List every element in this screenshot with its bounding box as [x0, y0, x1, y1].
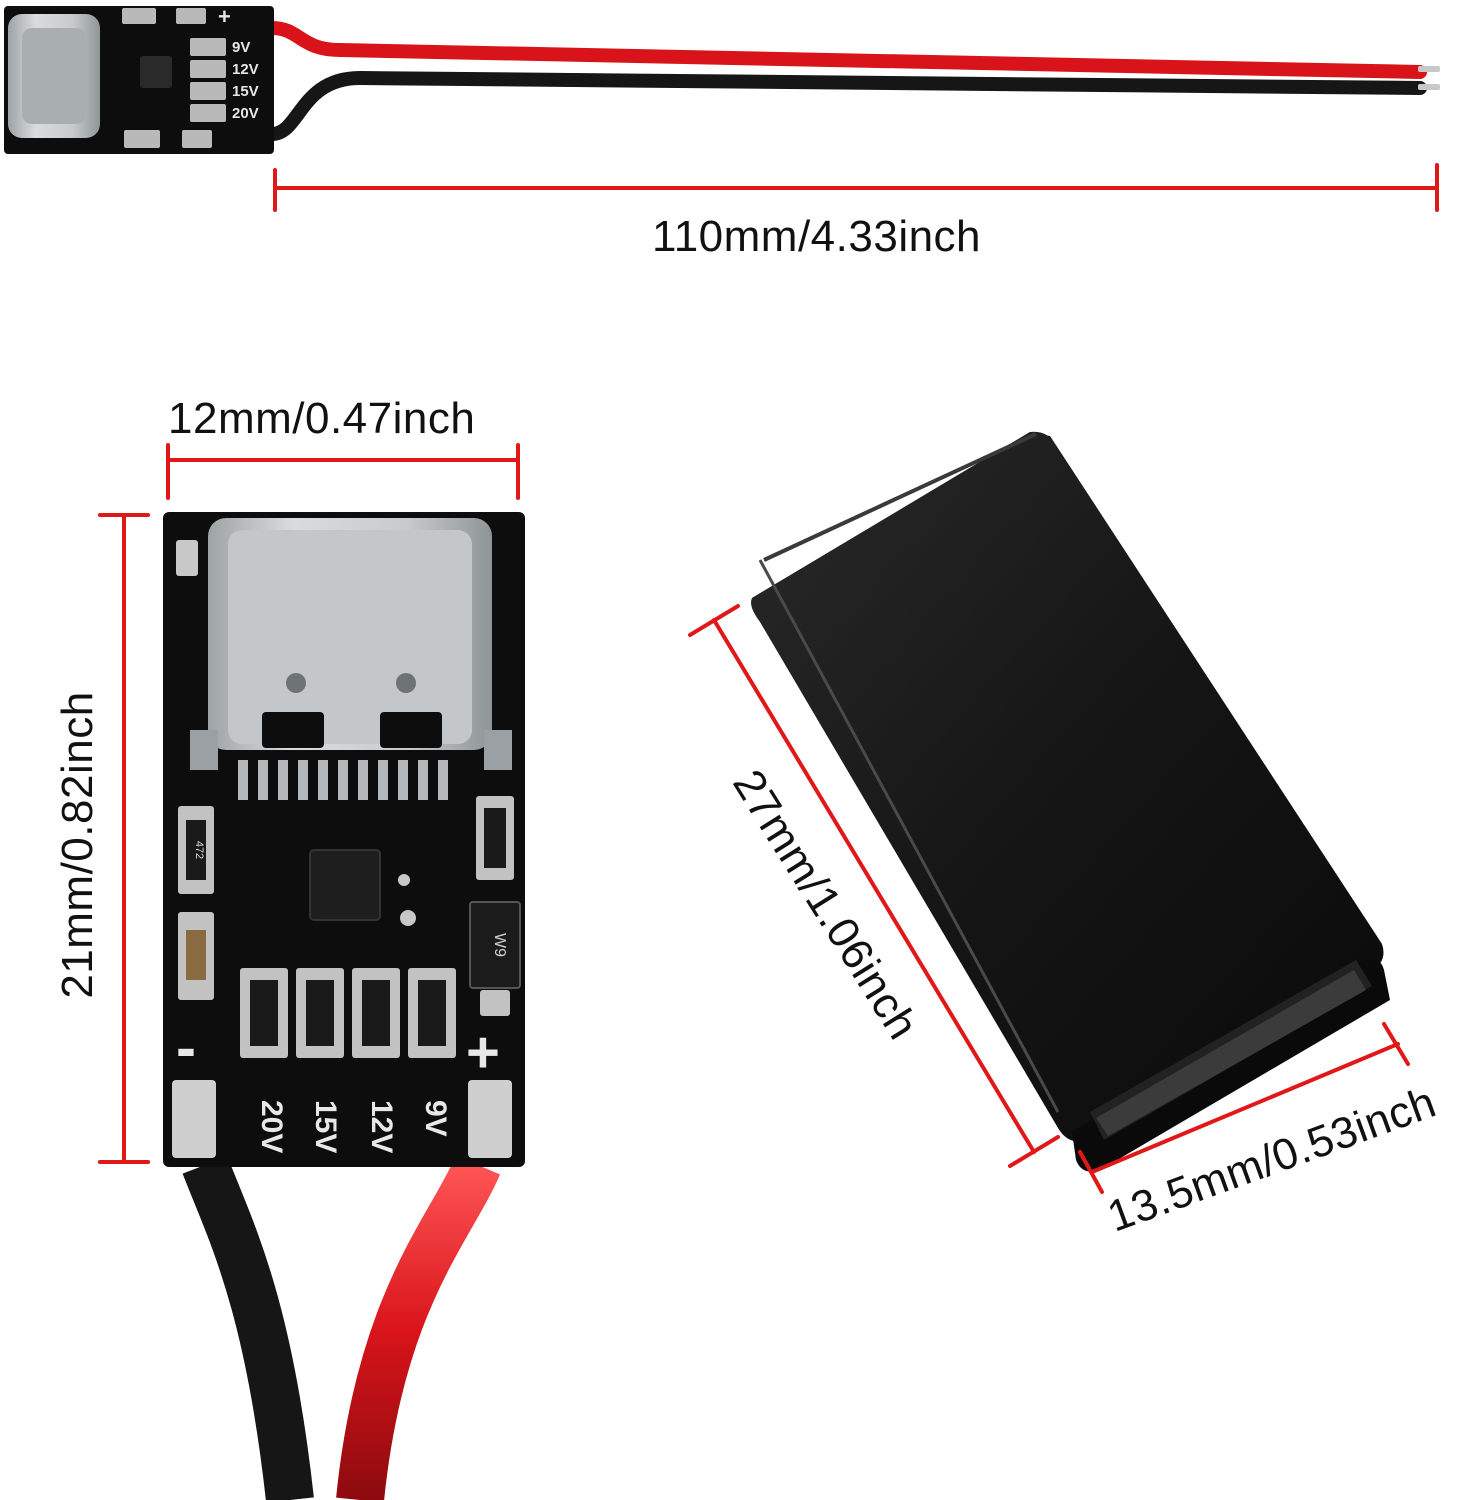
top-black-wire-tip: [1418, 84, 1440, 90]
board-width-dimension-line: [166, 443, 520, 500]
board-label-20v: 20V: [255, 1100, 288, 1153]
case-width-dimension-line: [1078, 1022, 1410, 1194]
top-red-wire: [265, 21, 1427, 79]
black-case: [751, 431, 1390, 1172]
top-plus-sign: +: [218, 4, 231, 29]
top-red-wire-tip: [1418, 66, 1440, 72]
board-wires: [182, 1155, 501, 1500]
board-chip: [309, 849, 381, 921]
board-height-label: 21mm/0.82inch: [53, 691, 102, 999]
board-label-15v: 15V: [309, 1100, 342, 1153]
board-led: [176, 540, 198, 576]
board-height-dimension-line: [98, 513, 150, 1164]
top-voltage-label-9v: 9V: [232, 39, 250, 56]
case-length-dimension-line: [688, 604, 1060, 1168]
board-label-9v: 9V: [419, 1100, 452, 1137]
diode: [469, 901, 521, 989]
diode-label: W9: [491, 933, 508, 957]
minus-sign: -: [176, 1014, 196, 1081]
board-red-wire: [336, 1155, 501, 1500]
wire-length-dimension-line: [273, 163, 1439, 212]
plus-sign: +: [466, 1020, 500, 1085]
wire-length-label: 110mm/4.33inch: [652, 212, 982, 261]
top-voltage-label-20v: 20V: [232, 105, 259, 122]
top-voltage-label-12v: 12V: [232, 61, 259, 78]
right-components: W9: [469, 796, 521, 1016]
solder-pad-negative: [172, 1080, 216, 1158]
voltage-selector-pads: [240, 968, 456, 1058]
top-board-with-wires: 9V 12V 15V 20V +: [4, 4, 1440, 154]
board-width-label: 12mm/0.47inch: [168, 394, 476, 443]
board-black-wire: [182, 1156, 314, 1500]
resistor-label-472: 472: [193, 841, 205, 859]
top-components: [122, 8, 226, 148]
solder-pad-positive: [468, 1080, 512, 1158]
top-voltage-label-15v: 15V: [232, 83, 259, 100]
board-label-12v: 12V: [365, 1100, 398, 1153]
top-black-wire: [265, 70, 1427, 141]
usb-c-connector: [190, 518, 512, 770]
usb-pins: [238, 760, 448, 800]
left-resistors: 472: [178, 806, 214, 1000]
